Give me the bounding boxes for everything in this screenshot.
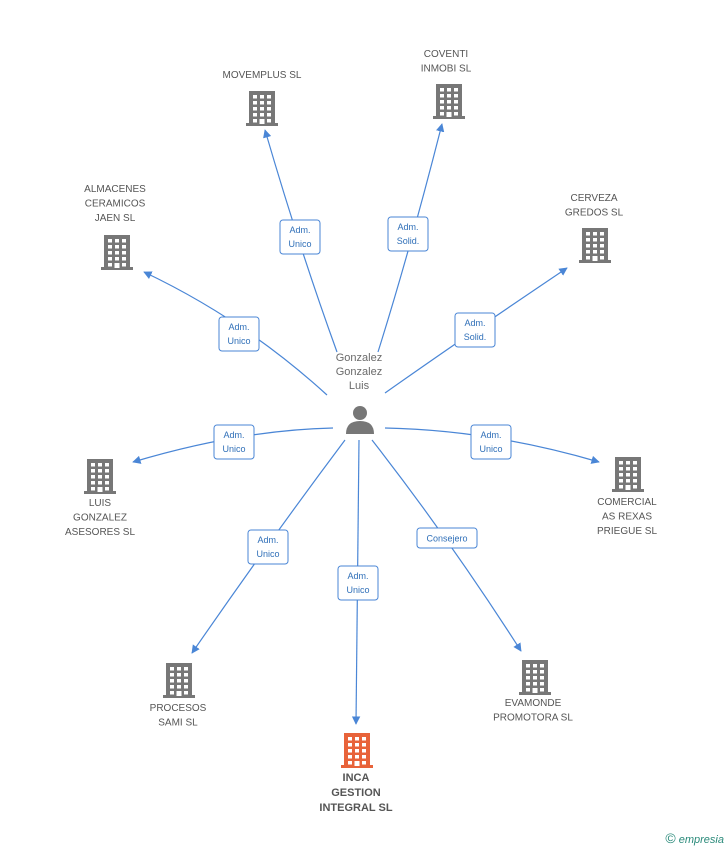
company-label-luis[interactable]: GONZALEZ — [73, 513, 127, 524]
company-label-procesos[interactable]: PROCESOS — [150, 703, 207, 714]
role-text: Solid. — [397, 236, 420, 246]
role-badge-cerveza: Adm. Solid. — [454, 312, 496, 348]
company-label-inca[interactable]: INTEGRAL SL — [319, 802, 392, 814]
building-icon-comercial[interactable] — [612, 457, 644, 492]
role-text: Adm. — [228, 322, 249, 332]
role-text: Unico — [222, 444, 245, 454]
company-label-comercial[interactable]: COMERCIAL — [597, 497, 657, 508]
role-text: Unico — [288, 239, 311, 249]
company-label-movemplus[interactable]: MOVEMPLUS SL — [223, 70, 302, 81]
company-label-procesos[interactable]: SAMI SL — [158, 718, 198, 729]
role-badge-almacenes: Adm. Unico — [218, 316, 260, 352]
role-text: Adm. — [397, 222, 418, 232]
role-badge-evamonde: Consejero — [416, 527, 478, 549]
role-text: Unico — [479, 444, 502, 454]
center-label-line: Luis — [349, 380, 370, 392]
person-icon[interactable] — [346, 406, 374, 434]
company-label-comercial[interactable]: PRIEGUE SL — [597, 526, 657, 537]
edge-labels-layer: Adm.UnicoAdm.Solid.Adm.UnicoAdm.Solid.Ad… — [213, 216, 512, 601]
company-label-comercial[interactable]: AS REXAS — [602, 512, 652, 523]
company-label-cerveza[interactable]: CERVEZA — [570, 193, 617, 204]
role-badge-comercial: Adm. Unico — [470, 424, 512, 460]
role-text: Adm. — [347, 571, 368, 581]
brand-footer: ©empresia — [665, 830, 724, 846]
building-icon-almacenes[interactable] — [101, 235, 133, 270]
company-label-cerveza[interactable]: GREDOS SL — [565, 208, 624, 219]
company-label-evamonde[interactable]: EVAMONDE — [505, 698, 562, 709]
center-label-line: Gonzalez — [336, 352, 382, 364]
brand-name: empresia — [678, 834, 724, 846]
company-label-almacenes[interactable]: CERAMICOS — [85, 199, 146, 210]
company-label-luis[interactable]: ASESORES SL — [65, 527, 135, 538]
role-text: Adm. — [289, 225, 310, 235]
company-label-luis[interactable]: LUIS — [89, 498, 112, 509]
role-badge-movemplus: Adm. Unico — [279, 219, 321, 255]
building-icon-movemplus[interactable] — [246, 91, 278, 126]
building-icon-cerveza[interactable] — [579, 228, 611, 263]
company-label-almacenes[interactable]: JAEN SL — [95, 213, 136, 224]
role-text: Unico — [346, 585, 369, 595]
role-text: Adm. — [480, 430, 501, 440]
role-text: Solid. — [464, 332, 487, 342]
company-label-inca[interactable]: GESTION — [331, 787, 381, 799]
role-badge-luis: Adm. Unico — [213, 424, 255, 460]
role-text: Unico — [256, 549, 279, 559]
building-icon-coventi[interactable] — [433, 84, 465, 119]
role-text: Adm. — [223, 430, 244, 440]
building-icon-evamonde[interactable] — [519, 660, 551, 695]
company-label-inca[interactable]: INCA — [343, 772, 370, 784]
copyright-icon: © — [665, 830, 676, 846]
company-label-almacenes[interactable]: ALMACENES — [84, 184, 146, 195]
company-label-coventi[interactable]: COVENTI — [424, 49, 468, 60]
role-text: Unico — [227, 336, 250, 346]
role-text: Consejero — [426, 534, 467, 544]
role-text: Adm. — [257, 535, 278, 545]
role-badge-coventi: Adm. Solid. — [387, 216, 429, 252]
center-label-line: Gonzalez — [336, 366, 382, 378]
role-badge-procesos: Adm. Unico — [247, 529, 289, 565]
building-icon-procesos[interactable] — [163, 663, 195, 698]
company-label-evamonde[interactable]: PROMOTORA SL — [493, 713, 573, 724]
building-icon-luis[interactable] — [84, 459, 116, 494]
role-text: Adm. — [464, 318, 485, 328]
company-label-coventi[interactable]: INMOBI SL — [421, 64, 472, 75]
role-badge-inca: Adm. Unico — [337, 565, 379, 601]
building-icon-inca[interactable] — [341, 733, 373, 768]
